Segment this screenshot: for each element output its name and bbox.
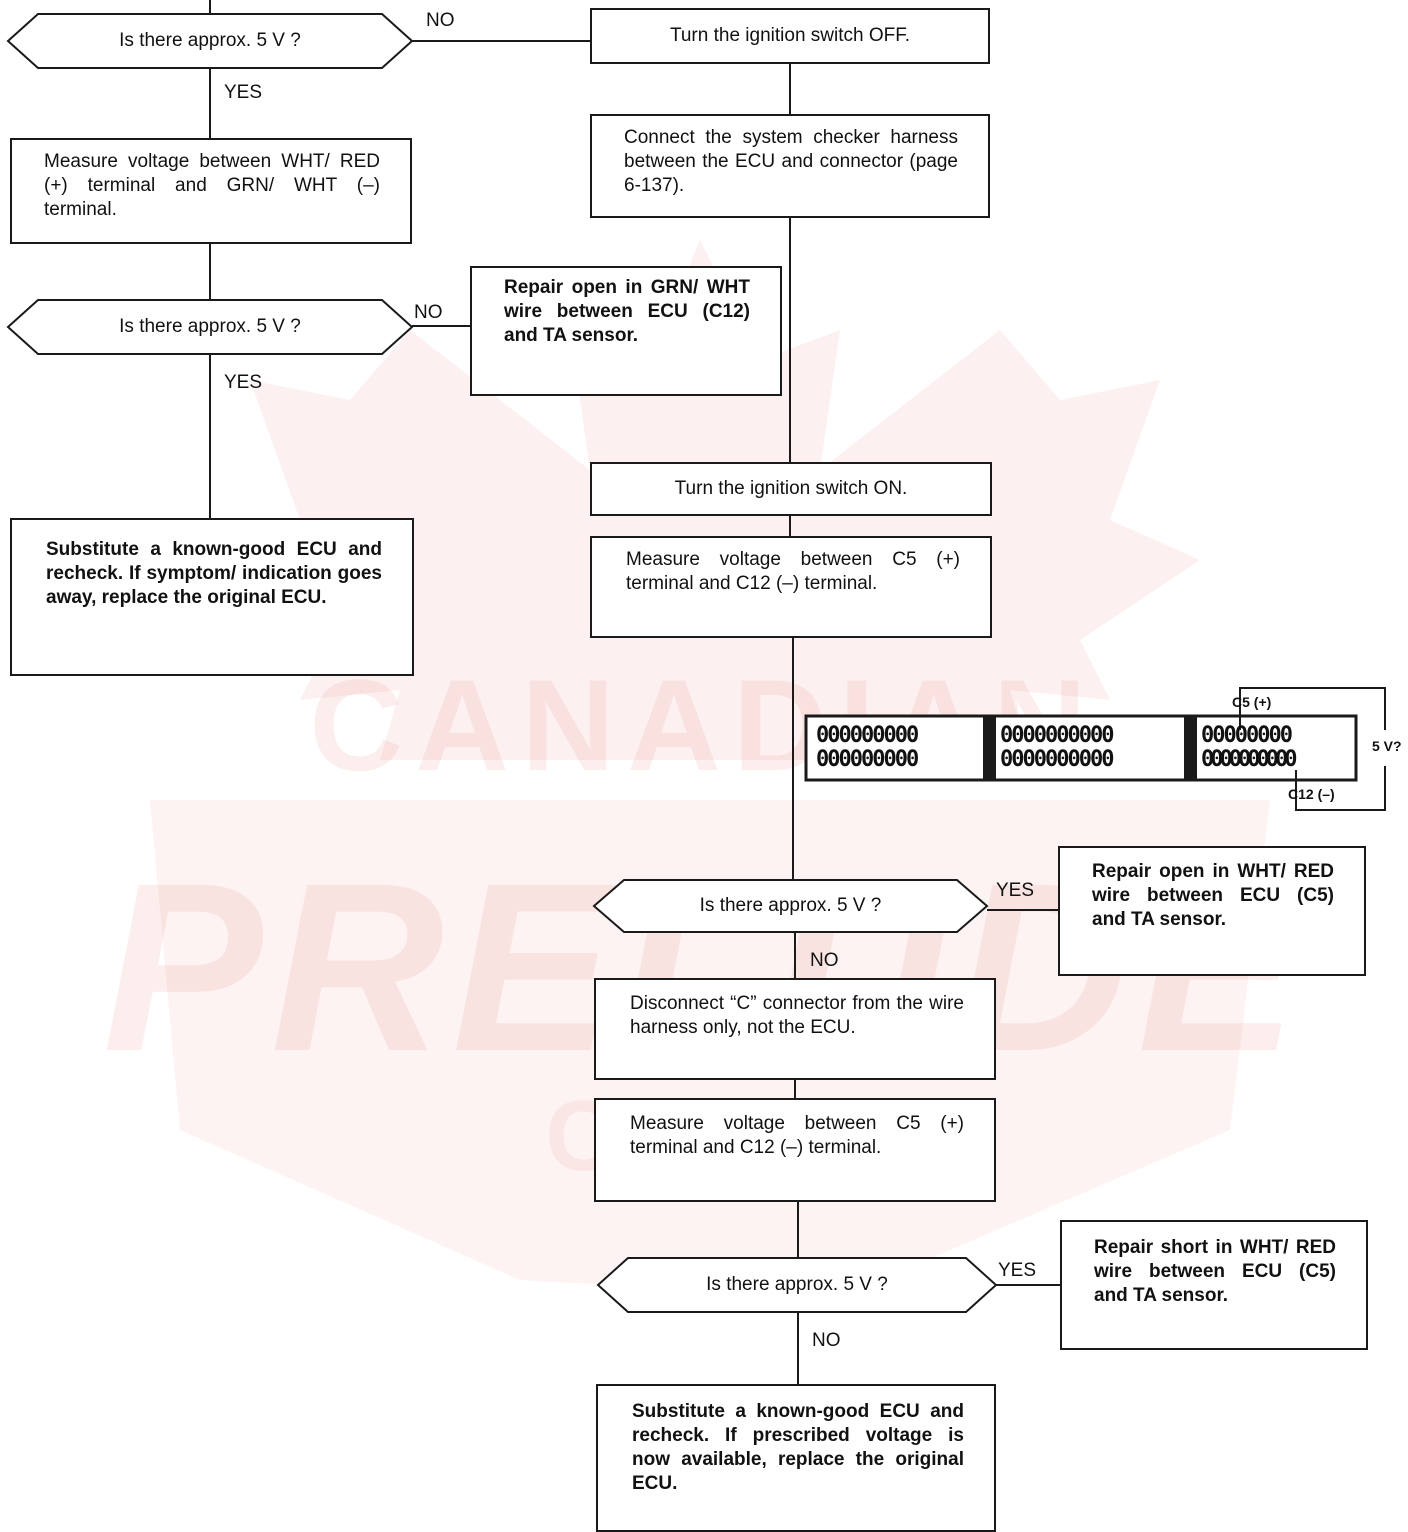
- decision-2-shape: [6, 299, 414, 355]
- connector-block-1-row-2: 000000000: [816, 747, 919, 772]
- decision-2-text: Is there approx. 5 V ?: [119, 316, 301, 337]
- connector-block-3-row-1: 00000000: [1201, 723, 1293, 748]
- decision-3-text: Is there approx. 5 V ?: [699, 895, 882, 916]
- step-turn-off: Turn the ignition switch OFF.: [590, 8, 990, 64]
- connector-block-2-row-1: 0000000000: [1000, 723, 1114, 748]
- step-disconnect-c-connector: Disconnect “C” connector from the wire h…: [594, 978, 996, 1080]
- decision-2-no-label: NO: [414, 302, 443, 323]
- decision-3-shape: [592, 879, 989, 933]
- step-repair-open-wht-red: Repair open in WHT/ RED wire between ECU…: [1058, 846, 1366, 976]
- decision-3-no-label: NO: [810, 950, 839, 971]
- decision-1-shape: [6, 13, 414, 69]
- voltmeter-label: 5 V?: [1370, 738, 1404, 754]
- decision-4-yes-label: YES: [998, 1260, 1037, 1281]
- ecu-connector-diagram: [804, 687, 1386, 811]
- connector-c5-label: C5 (+): [1232, 694, 1272, 710]
- decision-1-text: Is there approx. 5 V ?: [119, 30, 301, 51]
- step-measure-c5-c12-2: Measure voltage between C5 (+) terminal …: [594, 1098, 996, 1202]
- decision-1-no-label: NO: [426, 10, 455, 31]
- step-substitute-ecu-1: Substitute a known-good ECU and recheck.…: [10, 518, 414, 676]
- step-turn-on: Turn the ignition switch ON.: [590, 462, 992, 516]
- decision-4-text: Is there approx. 5 V ?: [706, 1274, 888, 1295]
- connector-c12-label: C12 (–): [1288, 786, 1335, 802]
- decision-4-no-label: NO: [812, 1330, 841, 1351]
- step-measure-wht-red: Measure voltage between WHT/ RED (+) ter…: [10, 138, 412, 244]
- step-measure-c5-c12-1: Measure voltage between C5 (+) terminal …: [590, 536, 992, 638]
- decision-4-shape: [596, 1257, 998, 1313]
- step-repair-short-wht-red: Repair short in WHT/ RED wire between EC…: [1060, 1220, 1368, 1350]
- connector-block-2-row-2: 0000000000: [1000, 747, 1114, 772]
- decision-3-yes-label: YES: [996, 880, 1035, 901]
- decision-1-yes-label: YES: [224, 82, 263, 103]
- connector-block-3-row-2: 0000000000: [1201, 747, 1297, 772]
- connector-block-1-row-1: 000000000: [816, 723, 919, 748]
- step-substitute-ecu-2: Substitute a known-good ECU and recheck.…: [596, 1384, 996, 1532]
- step-connect-checker: Connect the system checker harness betwe…: [590, 114, 990, 218]
- decision-2-yes-label: YES: [224, 372, 263, 393]
- step-repair-open-grn-wht: Repair open in GRN/ WHT wire between ECU…: [470, 266, 782, 396]
